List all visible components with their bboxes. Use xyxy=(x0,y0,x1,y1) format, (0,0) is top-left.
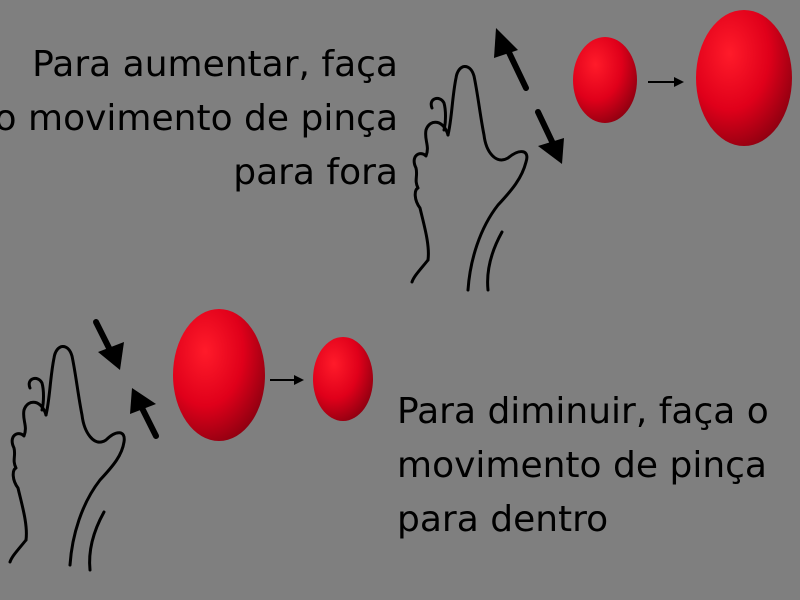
large-red-ball-icon xyxy=(696,10,792,146)
zoom-in-instruction: Para aumentar, faça o movimento de pinça… xyxy=(0,38,398,200)
zoom-in-arrows-icon xyxy=(494,28,564,164)
right-arrow-icon xyxy=(648,77,684,87)
right-arrow-icon xyxy=(270,375,304,385)
small-red-ball-icon xyxy=(313,337,373,421)
small-red-ball-icon xyxy=(573,37,637,123)
zoom-in-line-1: Para aumentar, faça xyxy=(32,44,398,85)
zoom-in-line-3: para fora xyxy=(233,152,398,193)
zoom-out-hand-icon xyxy=(8,345,126,572)
zoom-out-line-2: movimento de pinça xyxy=(397,445,767,486)
zoom-out-instruction: Para diminuir, faça o movimento de pinça… xyxy=(397,385,769,547)
zoom-out-arrows-icon xyxy=(93,319,159,439)
zoom-in-hand-icon xyxy=(410,65,529,292)
large-red-ball-icon xyxy=(173,309,265,441)
zoom-out-line-1: Para diminuir, faça o xyxy=(397,391,769,432)
zoom-out-line-3: para dentro xyxy=(397,499,609,540)
zoom-in-line-2: o movimento de pinça xyxy=(0,98,398,139)
